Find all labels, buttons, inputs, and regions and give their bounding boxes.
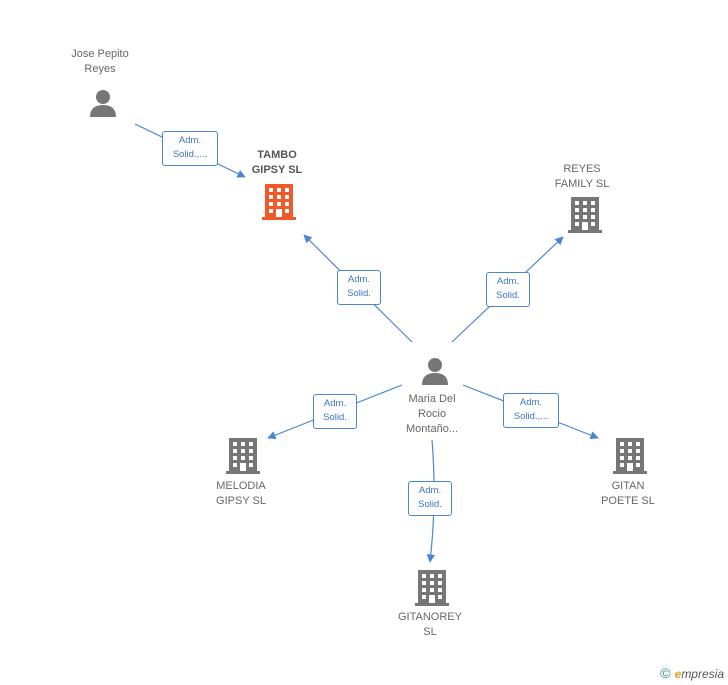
edge-label-jose-tambo[interactable]: Adm. Solid.,... [162,131,218,166]
node-label-maria: Maria Del Rocio Montaño... [406,393,458,435]
person-icon[interactable] [88,88,118,118]
edge-label-maria-gitan[interactable]: Adm. Solid.,... [503,393,559,428]
person-icon[interactable] [420,356,450,386]
copyright-symbol: © [660,665,671,681]
footer-brand: ©empresia [660,665,724,681]
brand-name: mpresia [681,667,724,681]
building-icon[interactable] [568,197,602,233]
node-label-gitan: GITAN POETE SL [601,480,655,507]
building-icon[interactable] [262,184,296,220]
edge-label-maria-gitanorey[interactable]: Adm. Solid. [408,481,452,516]
brand-initial: e [674,667,682,681]
building-icon[interactable] [226,438,260,474]
node-label-jose: Jose Pepito Reyes [71,48,129,75]
edge-label-maria-reyes[interactable]: Adm. Solid. [486,272,530,307]
node-label-melodia: MELODIA GIPSY SL [216,480,266,507]
building-icon[interactable] [613,438,647,474]
node-label-tambo: TAMBO GIPSY SL [251,149,303,176]
building-icon[interactable] [415,570,449,606]
edge-label-maria-tambo[interactable]: Adm. Solid. [337,270,381,305]
node-label-gitanorey: GITANOREY SL [398,611,462,638]
edge-label-maria-melodia[interactable]: Adm. Solid. [313,394,357,429]
node-label-reyes-family: REYES FAMILY SL [554,163,610,190]
